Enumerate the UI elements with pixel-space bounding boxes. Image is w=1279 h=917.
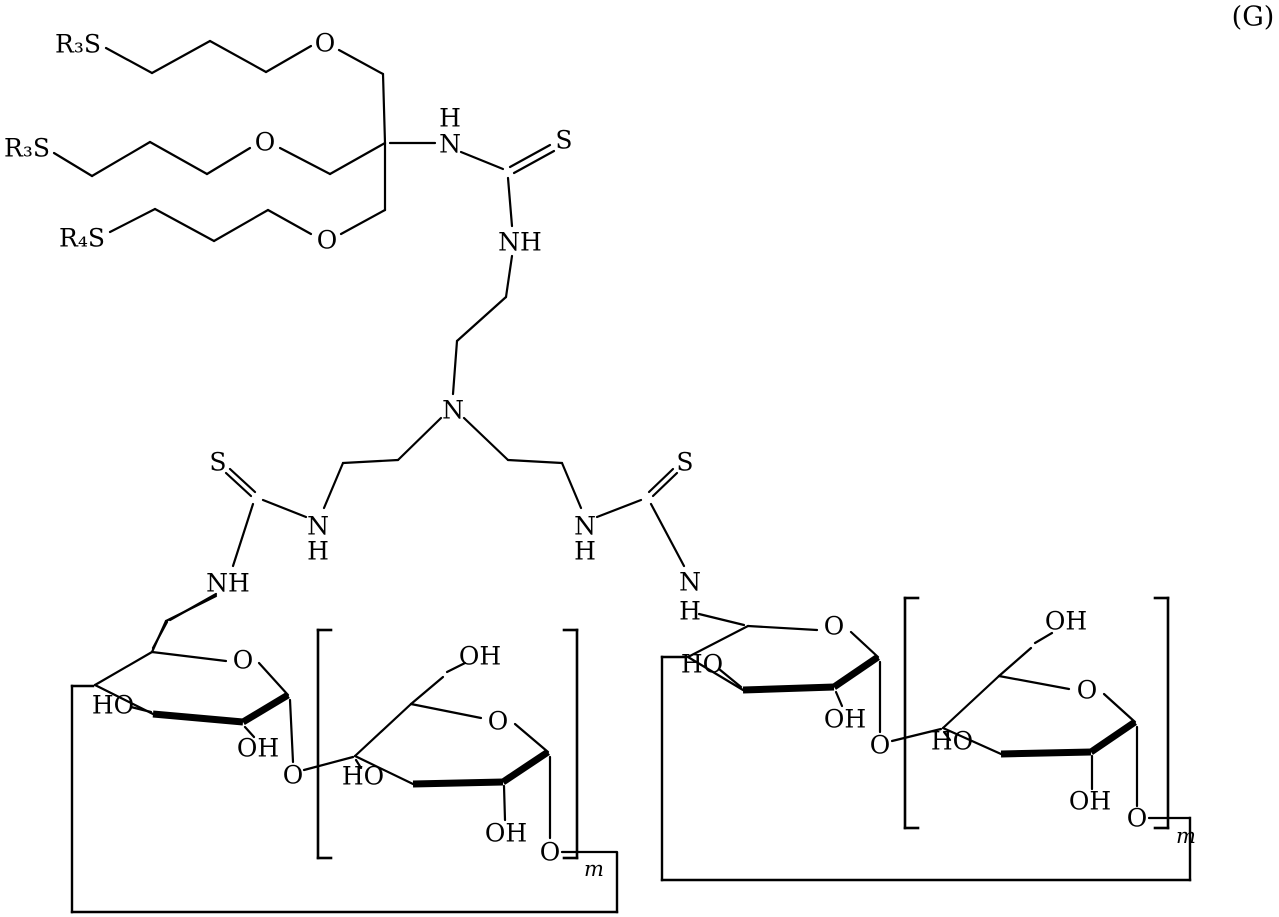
ring-oxygen: O <box>233 646 254 675</box>
repeat-subscript-m: m <box>584 857 604 881</box>
right-amide-h: H <box>574 537 596 566</box>
right-pyranose-1: O HO OH O <box>681 612 943 760</box>
thiocarbonyl-s-left: S <box>209 448 226 477</box>
thiocarbonyl-s-right: S <box>676 448 693 477</box>
left-repeat-brackets: m <box>316 628 604 881</box>
right-amide-n2: N <box>679 568 701 597</box>
hydroxyl-ho: HO <box>931 727 973 756</box>
hydroxyl-oh: OH <box>485 819 527 848</box>
hydroxyl-oh: OH <box>1069 787 1111 816</box>
hydroxyl-ho: HO <box>92 691 134 720</box>
thioether-arm-3: R₄S O <box>59 141 387 255</box>
right-thiourea: S N H <box>595 448 746 627</box>
ring-oxygen: O <box>1077 676 1098 705</box>
hydroxyl-oh: OH <box>824 705 866 734</box>
chain-oxygen: O <box>540 838 561 867</box>
atom-label-r3s-1: R₃S <box>55 30 101 59</box>
right-macrocycle <box>660 655 1192 882</box>
ch2oh-label: OH <box>459 642 501 671</box>
thiocarbonyl-s-top: S <box>555 126 572 155</box>
amide-nh-left: NH <box>206 569 250 598</box>
ether-oxygen-1: O <box>315 29 336 58</box>
amide-nh-top: NH <box>498 228 542 257</box>
hydroxyl-ho: HO <box>681 650 723 679</box>
top-thiourea: H N S NH <box>388 104 573 257</box>
amine-core: N N H N H <box>307 254 596 566</box>
repeat-subscript-m: m <box>1176 824 1196 848</box>
ether-oxygen-3: O <box>317 226 338 255</box>
hydroxyl-oh: OH <box>237 734 279 763</box>
right-amide-n: N <box>574 512 596 541</box>
glycosidic-oxygen: O <box>870 731 891 760</box>
left-amide-h: H <box>307 537 329 566</box>
glycosidic-oxygen: O <box>283 761 304 790</box>
thioether-arm-2: R₃S O <box>4 128 387 178</box>
left-thiourea: S NH <box>151 448 308 650</box>
left-macrocycle <box>70 684 619 914</box>
ring-oxygen: O <box>824 612 845 641</box>
right-pyranose-2: OH O HO OH O <box>931 607 1192 833</box>
amide-n-top: N <box>439 130 461 159</box>
atom-label-r4s: R₄S <box>59 224 105 253</box>
thioether-arm-1: R₃S O <box>55 29 387 145</box>
central-n: N <box>442 396 464 425</box>
hydroxyl-ho: HO <box>342 762 384 791</box>
left-pyranose-2: OH O HO OH O <box>342 642 619 867</box>
ch2oh-label: OH <box>1045 607 1087 636</box>
right-amide-h2: H <box>679 597 701 626</box>
left-pyranose-1: O HO OH O <box>92 594 355 790</box>
chain-oxygen: O <box>1127 804 1148 833</box>
figure-label: (G) <box>1232 2 1275 33</box>
amide-h-top: H <box>439 104 461 133</box>
atom-label-r3s-2: R₃S <box>4 134 50 163</box>
ring-oxygen: O <box>488 707 509 736</box>
left-amide-n: N <box>307 512 329 541</box>
ether-oxygen-2: O <box>255 128 276 157</box>
